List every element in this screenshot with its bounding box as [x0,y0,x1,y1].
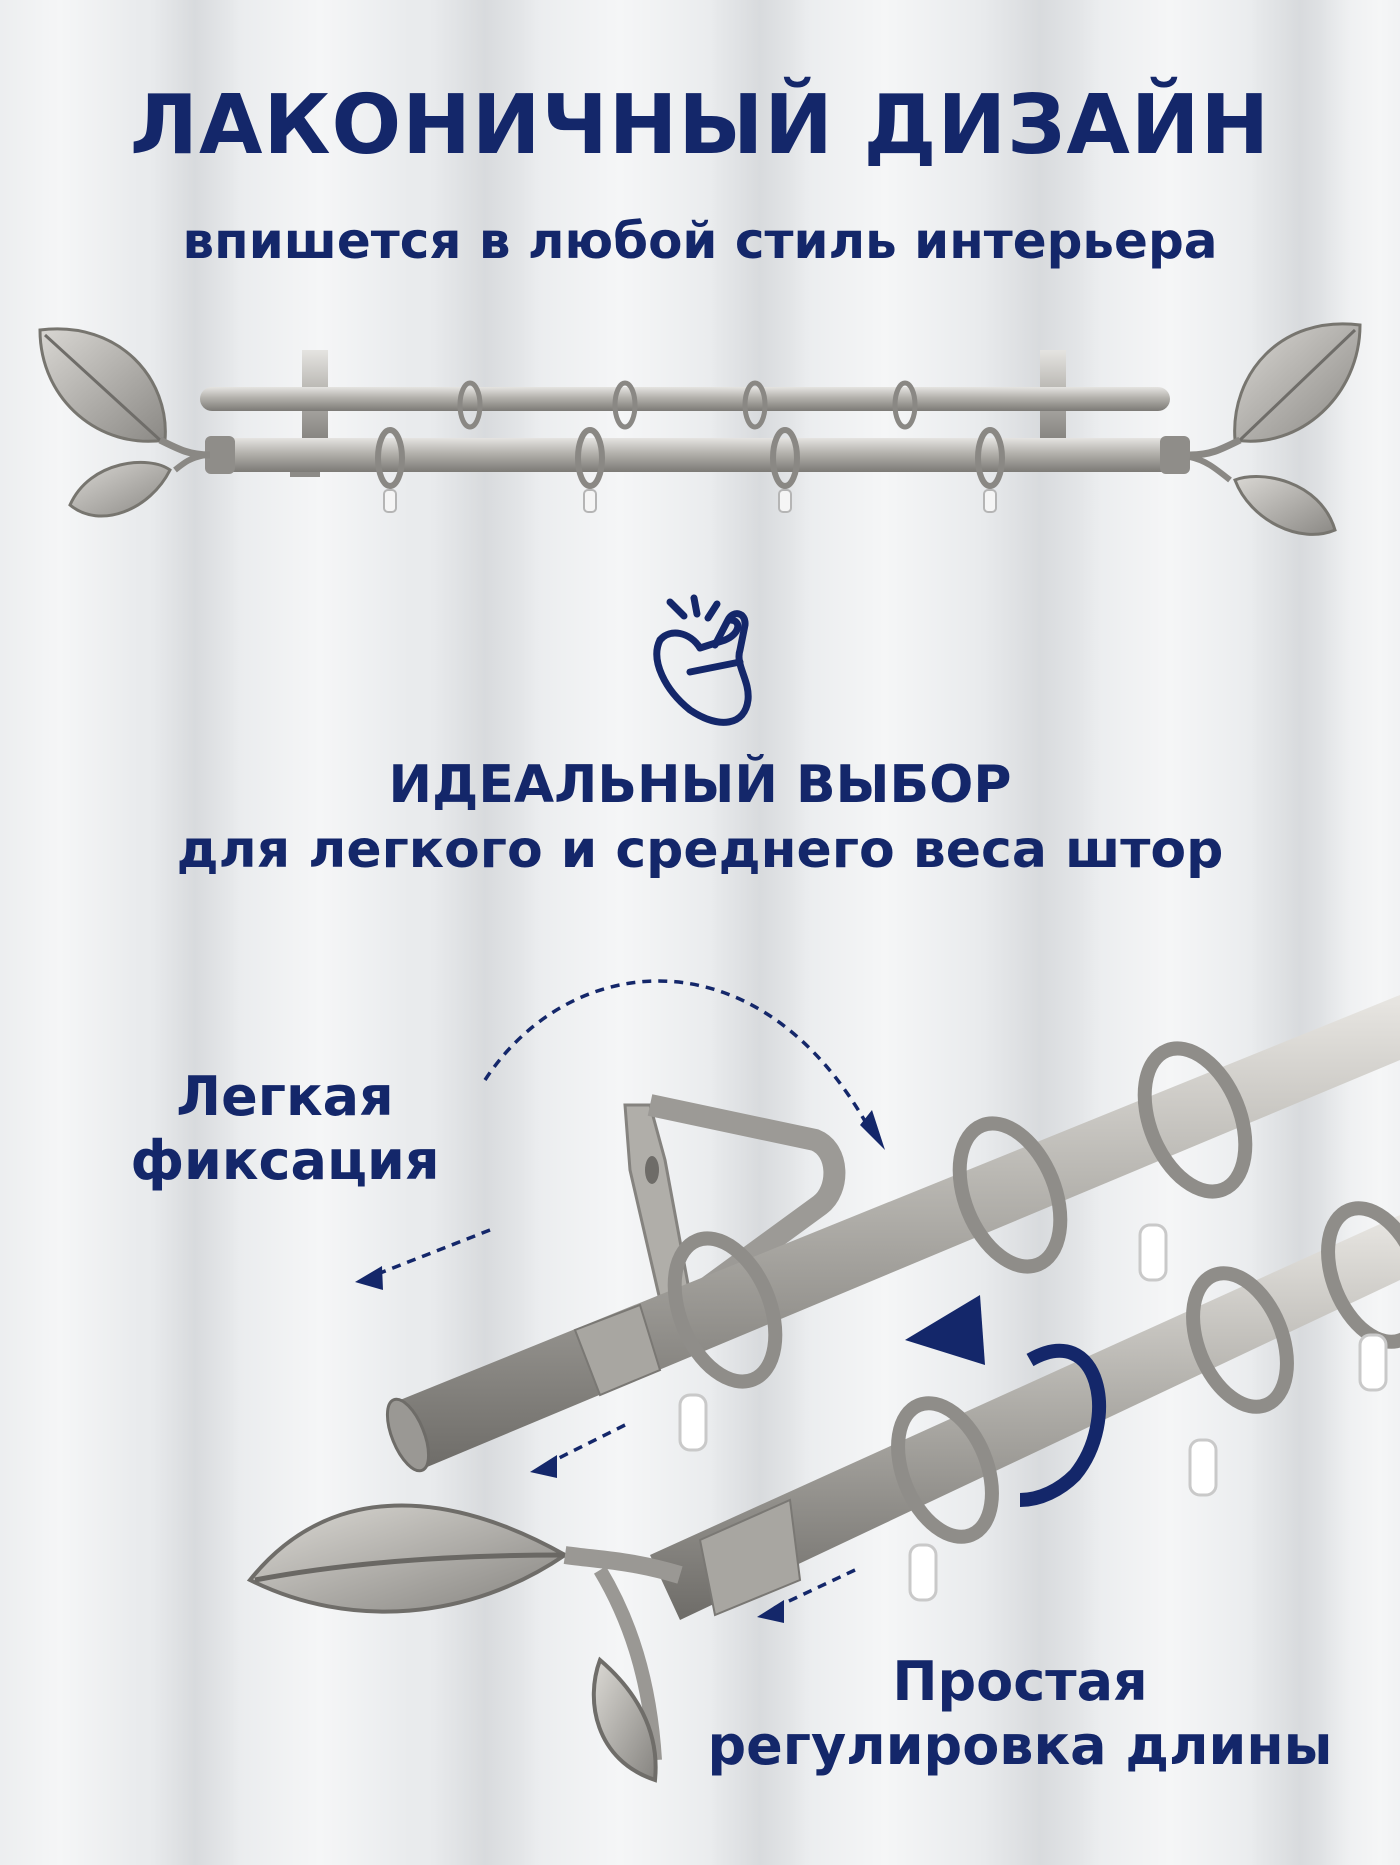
feature-length-line1: Простая [892,1650,1148,1713]
lower-rod [210,438,1185,472]
feature-length-line2: регулировка длины [707,1713,1333,1777]
upper-rings [457,380,918,430]
headline: ЛАКОНИЧНЫЙ ДИЗАЙН [129,78,1271,173]
closeup-upper-rings [667,1041,1253,1389]
feature-fix-line1: Легкая [176,1065,394,1128]
dashed-arrows [374,979,872,1612]
feature-fix-line2: фиксация [130,1128,440,1192]
rotate-arrow-icon [905,1295,1106,1507]
upper-rod-closeup [400,995,1400,1470]
choice-title: ИДЕАЛЬНЫЙ ВЫБОР [388,755,1012,815]
lower-rings [375,427,1005,489]
leaf-finial-closeup [246,1503,683,1783]
lower-rod-closeup [650,1215,1400,1620]
leaf-finial-left [38,327,211,518]
subheadline: впишется в любой стиль интерьера [182,212,1218,270]
feature-length-adjust: Простая регулировка длины [690,1650,1350,1777]
upper-rod [200,387,1170,411]
feature-easy-fixation: Легкая фиксация [110,1065,460,1192]
curtain-hooks [678,1223,1388,1602]
choice-subtitle: для легкого и среднего веса штор [176,820,1224,880]
leaf-finial-right [1189,322,1362,536]
closeup-lower-rings [891,1201,1400,1544]
